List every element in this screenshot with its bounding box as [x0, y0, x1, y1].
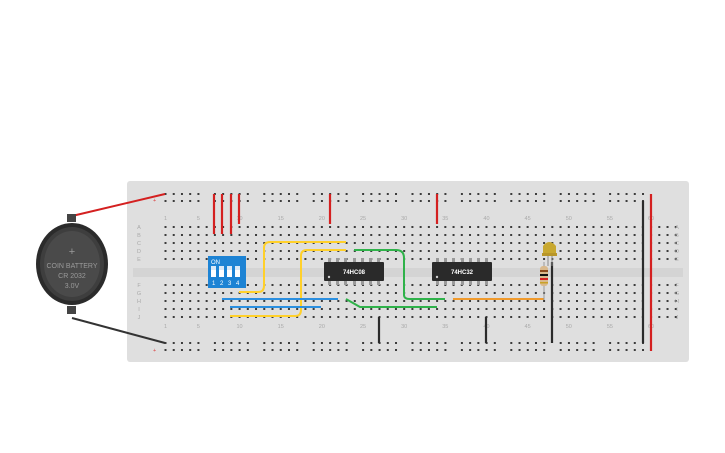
column-number: 25: [360, 324, 366, 330]
row-letter: D: [137, 249, 141, 255]
column-number: 15: [278, 324, 284, 330]
column-number: 45: [525, 324, 531, 330]
column-number: 5: [197, 324, 200, 330]
column-number: 30: [401, 324, 407, 330]
row-letter: J: [676, 315, 679, 321]
dip-number-1: 1: [212, 281, 216, 287]
column-number: 5: [197, 216, 200, 222]
column-number: 50: [566, 324, 572, 330]
row-letter: G: [137, 291, 141, 297]
column-number: 45: [525, 216, 531, 222]
resistor[interactable]: [540, 262, 548, 300]
battery-positive-lead[interactable]: [71, 193, 166, 217]
dip-toggle-2[interactable]: [219, 266, 224, 277]
column-number: 50: [566, 216, 572, 222]
battery-negative-lead[interactable]: [71, 317, 166, 344]
wires-yellow[interactable]: [230, 241, 346, 317]
dip-toggle-3[interactable]: [227, 266, 232, 277]
wires-red-top[interactable]: [212, 194, 653, 351]
column-number: 35: [442, 324, 448, 330]
column-number: 35: [442, 216, 448, 222]
row-letter: A: [137, 225, 141, 231]
row-letter: G: [675, 291, 679, 297]
battery-label-line3: 3.0V: [65, 283, 80, 290]
row-letter: C: [675, 241, 679, 247]
row-letter: F: [675, 283, 679, 289]
dip-toggle-1[interactable]: [211, 266, 216, 277]
row-letter: D: [675, 249, 679, 255]
breadboard-center-channel: [133, 268, 683, 277]
battery-label-line1: COIN BATTERY: [46, 263, 97, 270]
breadboard-holes: [164, 193, 677, 351]
column-number: 10: [237, 324, 243, 330]
column-number: 55: [607, 216, 613, 222]
chip-74hc08[interactable]: 74HC08: [324, 258, 384, 285]
rail-plus-sign-bottom: +: [153, 348, 156, 354]
coin-battery[interactable]: + COIN BATTERY CR 2032 3.0V: [36, 223, 108, 305]
dip-number-2: 2: [220, 281, 224, 287]
battery-negative-tab: [67, 306, 76, 314]
column-number: 30: [401, 216, 407, 222]
battery-label-line2: CR 2032: [58, 273, 86, 280]
row-letter: E: [137, 257, 141, 263]
row-letter: H: [137, 299, 141, 305]
column-number: 15: [278, 216, 284, 222]
row-letter: F: [137, 283, 141, 289]
dip-on-label: ON: [211, 260, 220, 266]
column-number: 20: [319, 216, 325, 222]
row-letter: E: [675, 257, 679, 263]
row-letter: C: [137, 241, 141, 247]
led-yellow[interactable]: [542, 242, 557, 266]
row-letter: B: [137, 233, 141, 239]
wires-blue[interactable]: [222, 298, 338, 308]
dip-switch[interactable]: ON 1 2 3 4: [208, 256, 246, 288]
column-number: 20: [319, 324, 325, 330]
row-letter: J: [138, 315, 141, 321]
row-letter: B: [675, 233, 679, 239]
rail-plus-sign-top: +: [153, 198, 156, 204]
row-letter: I: [138, 307, 140, 313]
wires-green[interactable]: [345, 249, 445, 308]
chip-74hc08-label: 74HC08: [343, 270, 366, 276]
column-number: 25: [360, 216, 366, 222]
column-number: 55: [607, 324, 613, 330]
wires-black[interactable]: [377, 201, 645, 343]
chip-74hc32-label: 74HC32: [451, 270, 474, 276]
column-number: 1: [164, 216, 167, 222]
column-number: 1: [164, 324, 167, 330]
dip-number-3: 3: [228, 281, 232, 287]
battery-plus-sign: +: [69, 246, 75, 258]
battery-positive-tab: [67, 214, 76, 222]
column-number: 40: [483, 216, 489, 222]
row-letter: H: [675, 299, 679, 305]
chip-74hc32[interactable]: 74HC32: [432, 258, 492, 285]
dip-number-4: 4: [236, 281, 240, 287]
row-letter: I: [676, 307, 678, 313]
dip-toggle-4[interactable]: [235, 266, 240, 277]
row-letter: A: [675, 225, 679, 231]
